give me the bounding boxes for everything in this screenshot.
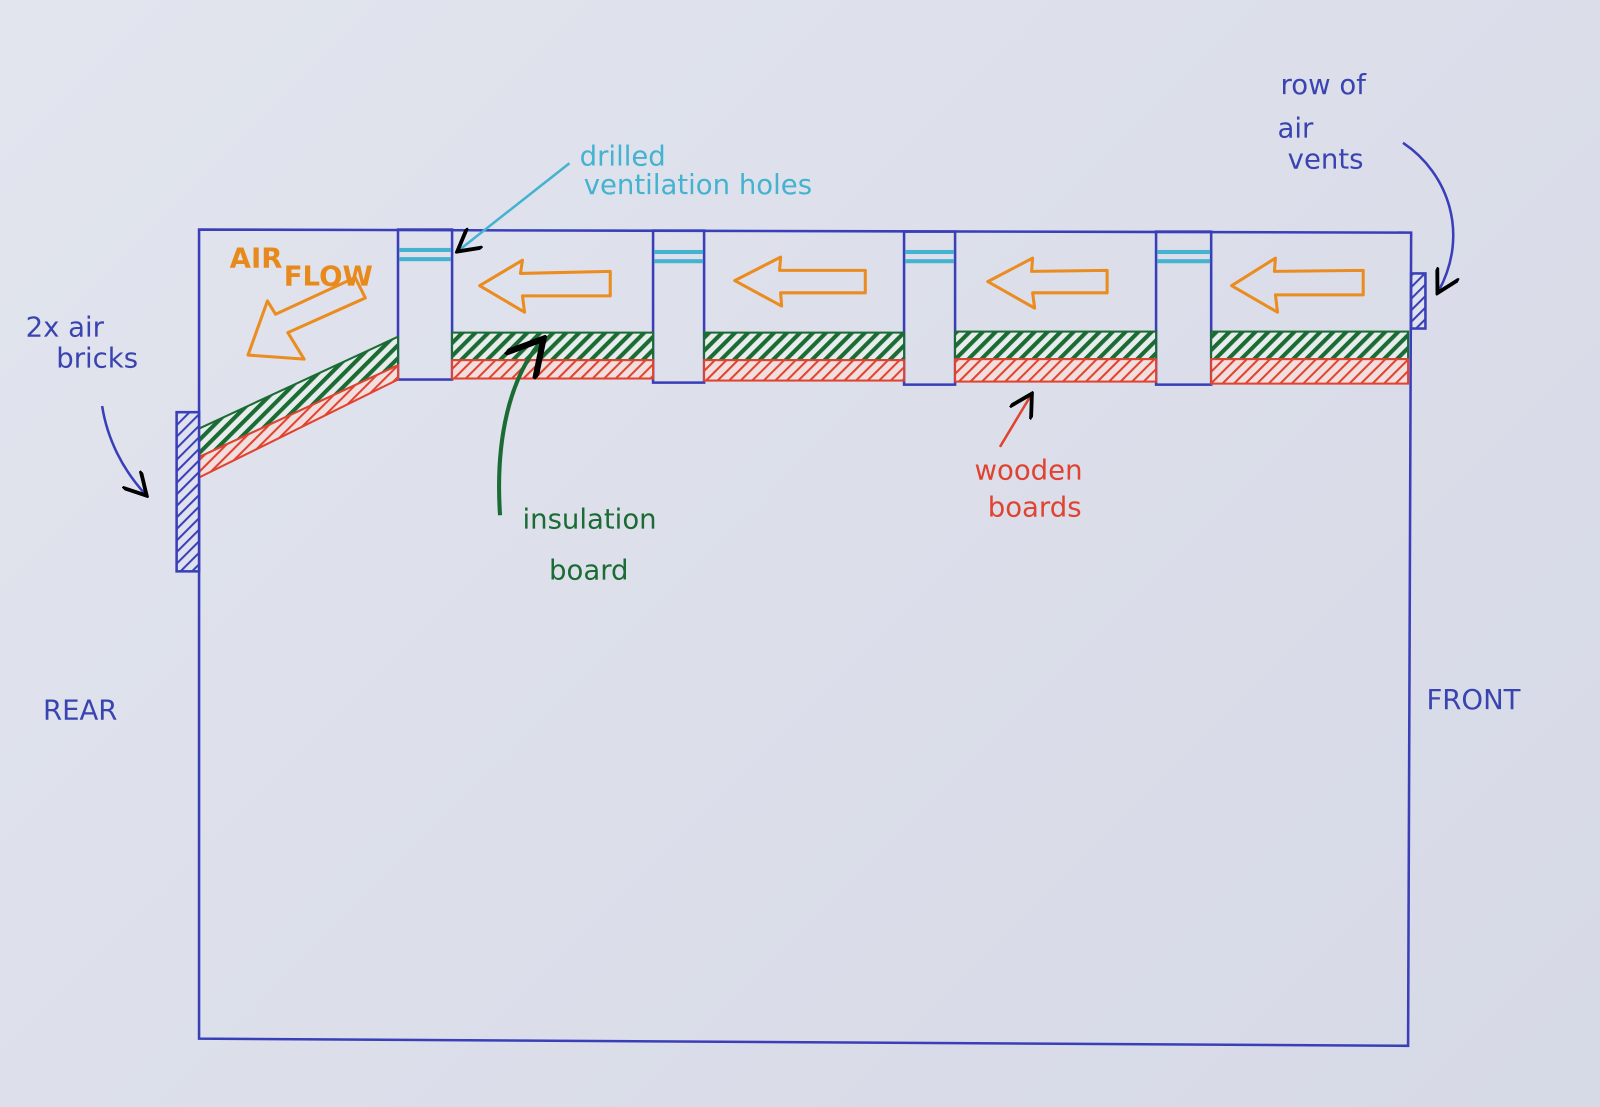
pointer-air-vents bbox=[1402, 141, 1453, 291]
label-air-flow: AIR FLOW bbox=[230, 242, 373, 292]
pointer-ventilation bbox=[459, 162, 571, 250]
arrow-left-icon bbox=[733, 255, 867, 308]
joist-3 bbox=[902, 230, 957, 386]
ventilation-holes bbox=[399, 247, 1211, 264]
pointer-wooden bbox=[998, 396, 1031, 448]
label-wooden-boards: wooden boards bbox=[974, 455, 1091, 524]
arrow-left-icon bbox=[478, 258, 612, 314]
airflow-arrows bbox=[246, 255, 1365, 361]
arrow-down-left-icon bbox=[246, 275, 367, 361]
pointer-air-bricks bbox=[100, 405, 145, 494]
label-ventilation-holes: drilled ventilation holes bbox=[580, 140, 812, 201]
label-front: FRONT bbox=[1426, 684, 1520, 716]
pointer-insulation bbox=[497, 342, 541, 516]
air-brick bbox=[175, 410, 201, 573]
joists bbox=[396, 228, 1213, 386]
label-air-vents: row of air vents bbox=[1277, 69, 1374, 175]
wooden-boards bbox=[198, 358, 1410, 480]
insulation-board bbox=[198, 330, 1410, 459]
label-insulation-board: insulation board bbox=[522, 504, 665, 587]
label-air-bricks: 2x air bricks bbox=[26, 312, 138, 375]
label-rear: REAR bbox=[43, 694, 118, 726]
arrow-left-icon bbox=[1230, 256, 1365, 314]
room-outline bbox=[197, 228, 1413, 1048]
arrow-left-icon bbox=[986, 256, 1109, 310]
joist-4 bbox=[1154, 230, 1213, 386]
air-vent bbox=[1409, 272, 1427, 330]
joist-2 bbox=[651, 229, 706, 384]
joist-1 bbox=[396, 228, 454, 381]
